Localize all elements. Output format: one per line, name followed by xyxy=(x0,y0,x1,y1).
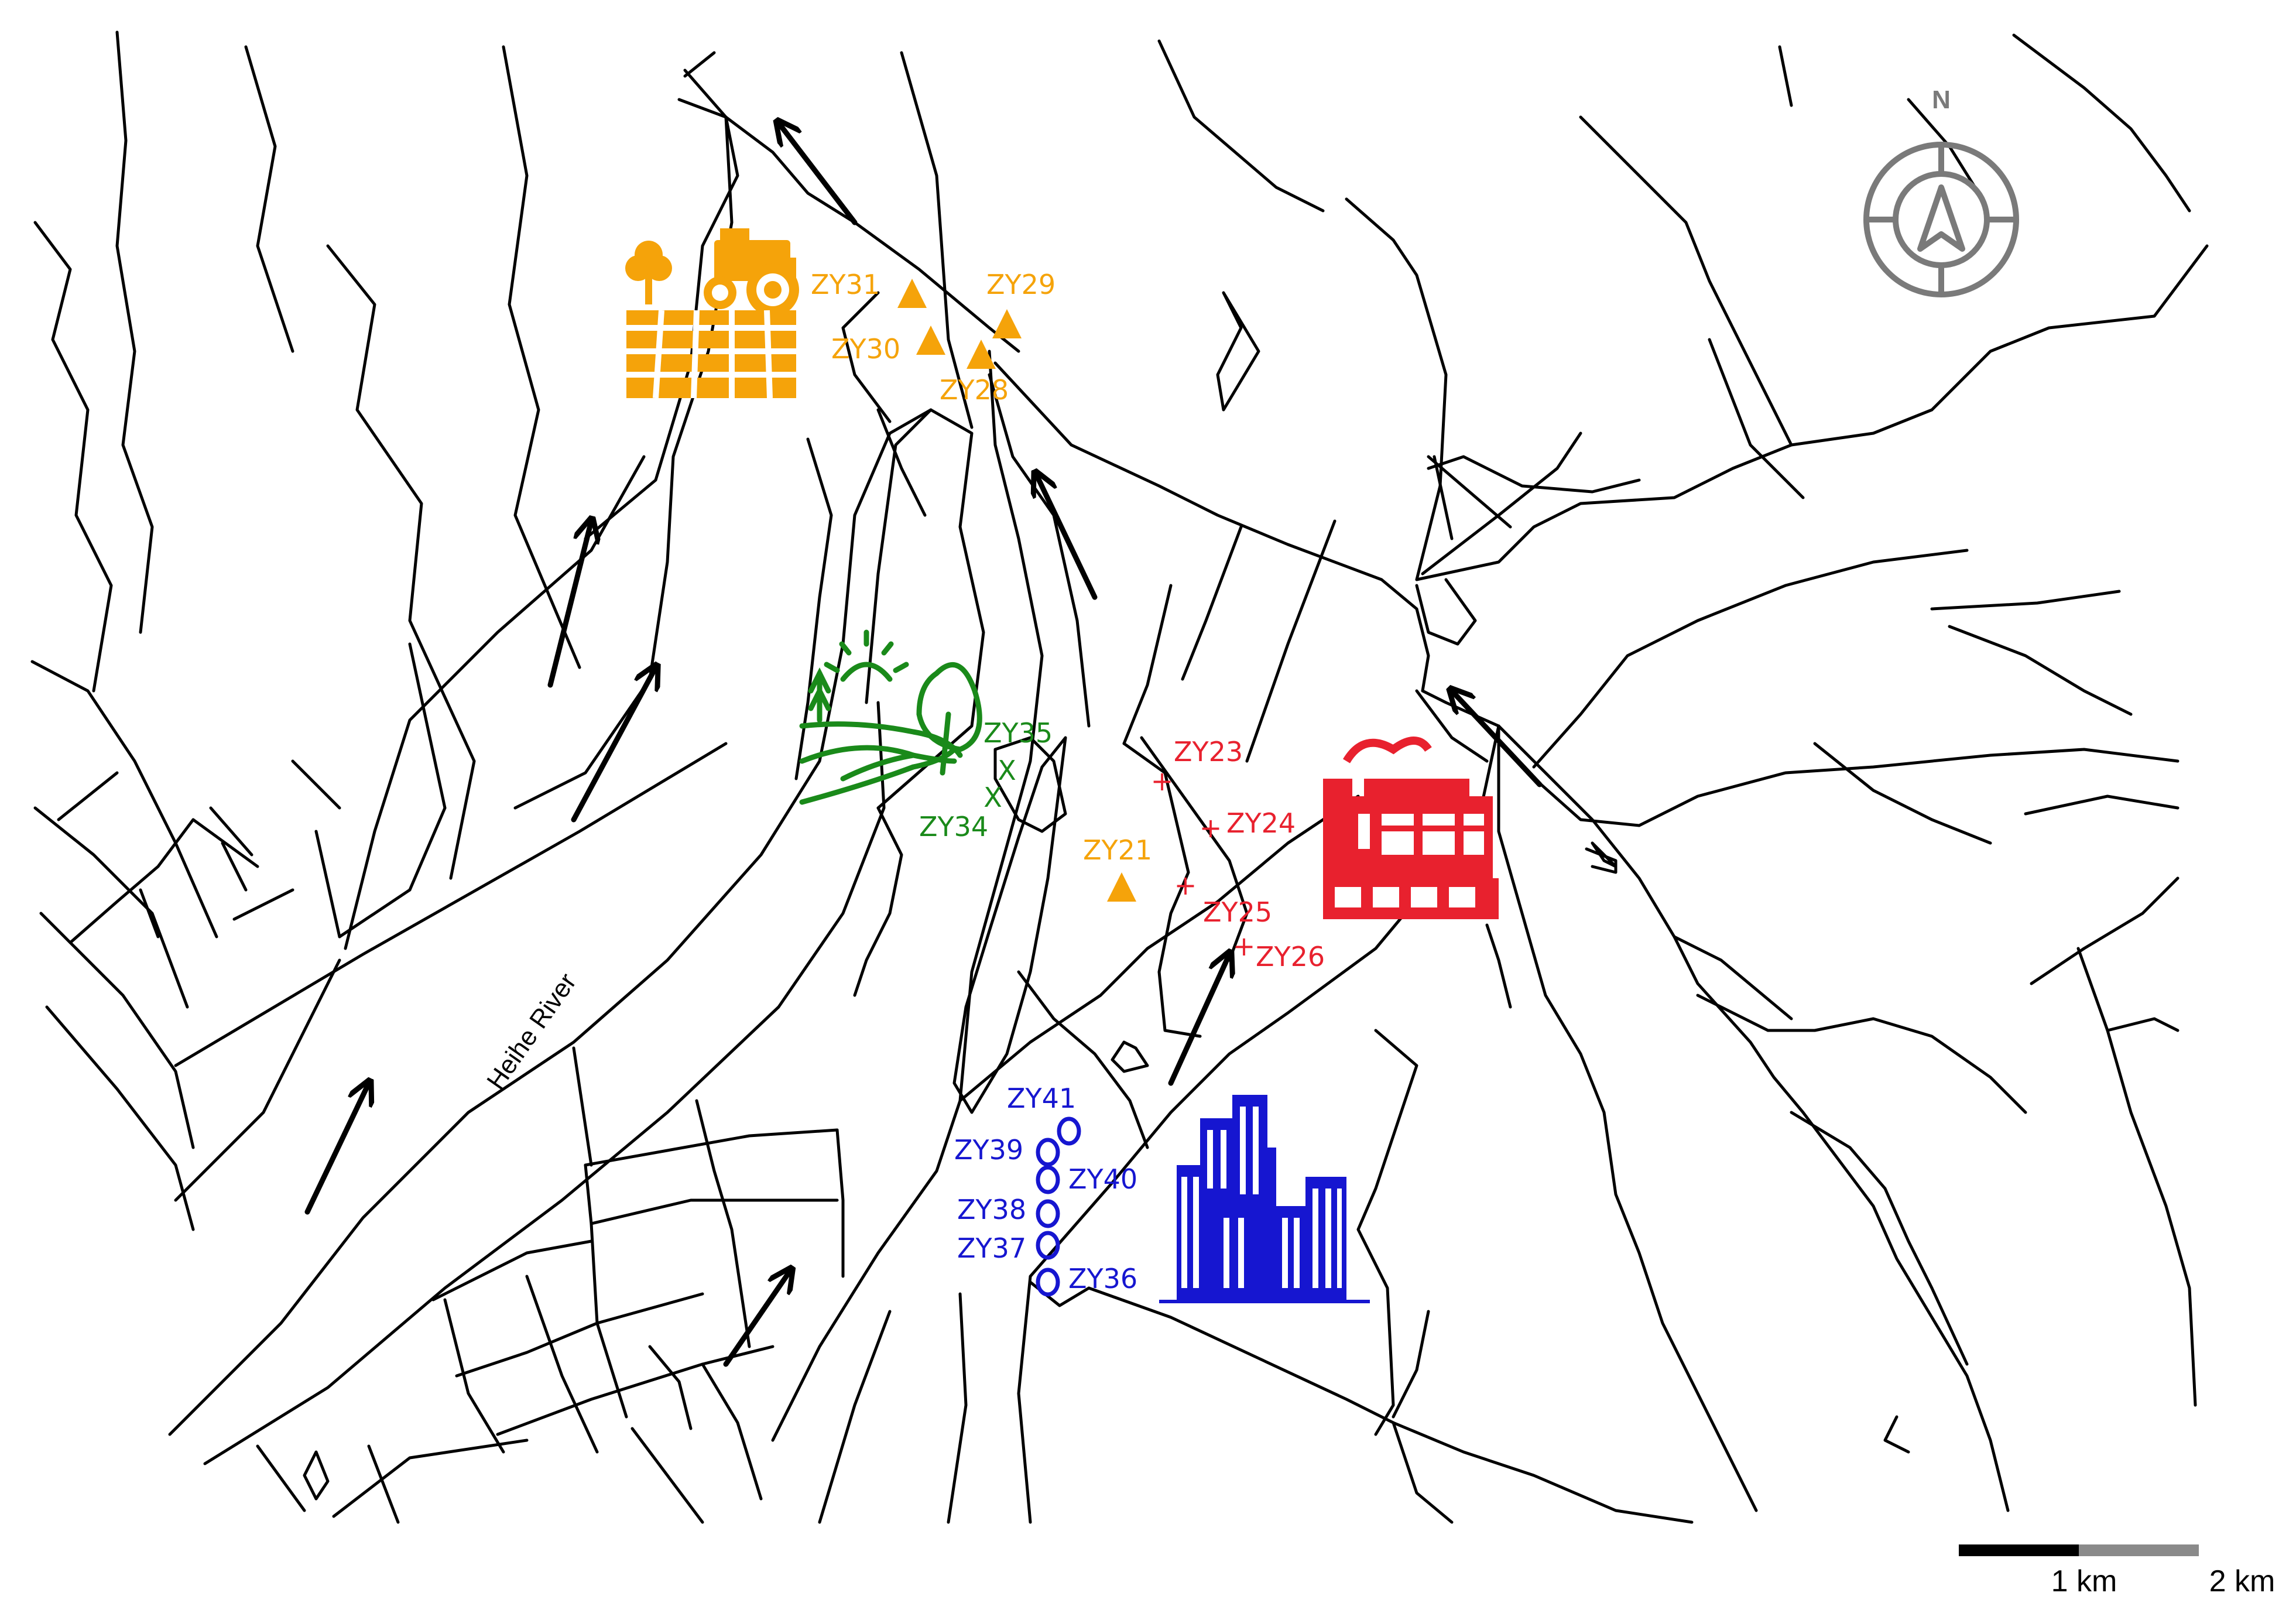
site-marker-zy40 xyxy=(1036,1165,1060,1194)
flow-direction-arrow-icon xyxy=(1168,954,1229,1086)
site-marker-zy24: + xyxy=(1200,812,1222,844)
natural-landscape-icon xyxy=(799,629,982,805)
flow-direction-arrow-icon xyxy=(571,667,656,823)
scale-label-1km: 1 km xyxy=(2051,1564,2117,1598)
flow-direction-arrow-icon xyxy=(723,1270,790,1367)
agriculture-sites: ZY31 ZY29 ZY30 ZY28 ZY21 xyxy=(811,269,1152,902)
site-marker-zy28 xyxy=(967,340,996,369)
site-marker-zy36 xyxy=(1036,1268,1060,1297)
flow-direction-arrow-icon xyxy=(1452,691,1543,787)
flow-direction-arrow-icon xyxy=(1036,474,1098,600)
site-marker-zy21 xyxy=(1107,872,1136,902)
road-network xyxy=(30,30,2209,1524)
industrial-sites: + + + + ZY23 ZY24 ZY25 ZY26 xyxy=(1151,736,1325,972)
site-label-zy35: ZY35 xyxy=(983,717,1053,749)
site-marker-zy38 xyxy=(1036,1199,1060,1228)
site-label-zy39: ZY39 xyxy=(954,1134,1023,1166)
site-marker-zy25: + xyxy=(1174,869,1197,901)
scale-label-2km: 2 km xyxy=(2209,1564,2276,1598)
site-marker-zy23: + xyxy=(1151,765,1174,797)
urban-city-icon xyxy=(1159,1095,1370,1303)
site-label-zy26: ZY26 xyxy=(1256,941,1325,972)
compass-rose-icon xyxy=(1863,142,2019,297)
site-label-zy25: ZY25 xyxy=(1203,896,1272,928)
urban-site-labels: ZY41 ZY39 ZY40 ZY38 ZY37 ZY36 xyxy=(954,1083,1137,1294)
site-marker-zy26: + xyxy=(1233,930,1256,962)
flow-arrows xyxy=(304,123,1543,1367)
site-label-zy21: ZY21 xyxy=(1083,834,1152,866)
industrial-factory-icon xyxy=(1323,737,1499,919)
site-label-zy38: ZY38 xyxy=(957,1194,1026,1225)
site-label-zy41: ZY41 xyxy=(1007,1083,1076,1114)
north-label: N xyxy=(1932,85,1951,114)
urban-sites xyxy=(1036,1116,1081,1297)
site-marker-zy30 xyxy=(916,326,945,355)
flow-direction-arrow-icon xyxy=(547,521,591,688)
site-marker-zy35: X xyxy=(998,755,1016,786)
site-marker-zy34: X xyxy=(983,782,1002,813)
site-label-zy29: ZY29 xyxy=(986,269,1056,300)
site-label-zy37: ZY37 xyxy=(957,1232,1026,1264)
site-marker-zy37 xyxy=(1036,1231,1060,1260)
site-label-zy24: ZY24 xyxy=(1226,807,1296,839)
site-marker-zy41 xyxy=(1057,1116,1081,1146)
site-label-zy30: ZY30 xyxy=(831,333,900,365)
site-marker-zy31 xyxy=(897,279,927,308)
flow-direction-arrow-icon xyxy=(304,1083,369,1215)
north-arrow: N xyxy=(1863,85,2019,297)
river-label: Heihe River xyxy=(481,968,582,1094)
site-marker-zy29 xyxy=(992,309,1022,338)
site-label-zy34: ZY34 xyxy=(919,811,988,842)
natural-sites: X X ZY35 ZY34 xyxy=(919,717,1053,842)
site-label-zy31: ZY31 xyxy=(811,269,880,300)
agriculture-farm-icon xyxy=(625,228,799,399)
site-label-zy23: ZY23 xyxy=(1174,736,1243,768)
site-label-zy28: ZY28 xyxy=(940,374,1009,406)
site-marker-zy39 xyxy=(1036,1138,1060,1167)
scale-bar: 1 km 2 km xyxy=(1959,1544,2275,1598)
flow-direction-arrow-icon xyxy=(779,123,858,225)
site-label-zy36: ZY36 xyxy=(1068,1263,1137,1294)
site-label-zy40: ZY40 xyxy=(1068,1163,1137,1195)
